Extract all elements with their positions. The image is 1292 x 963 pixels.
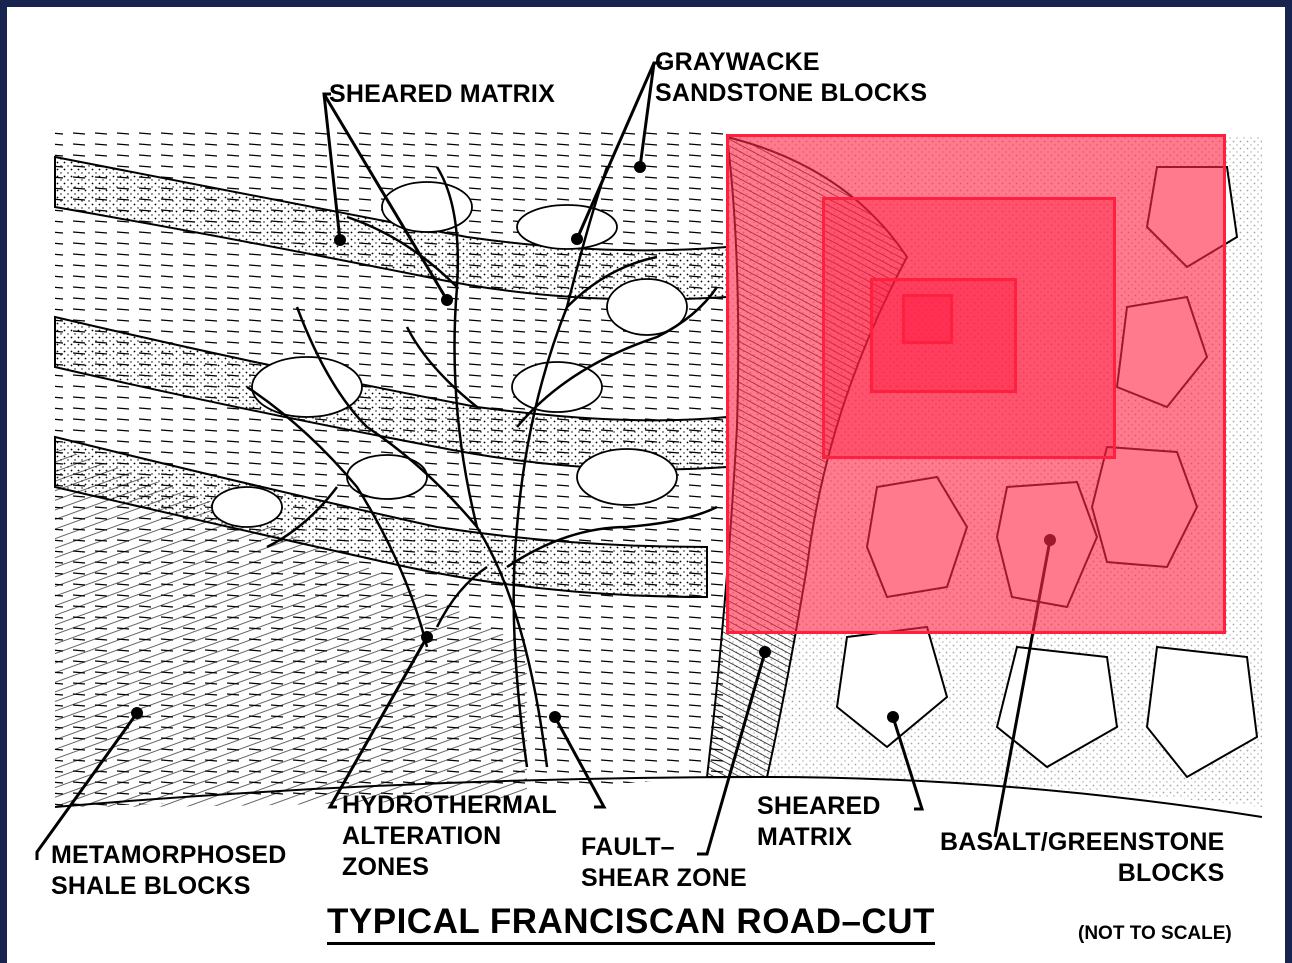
label-fault-shear-zone: FAULT– SHEAR ZONE bbox=[581, 832, 747, 894]
highlight-box-small bbox=[902, 294, 953, 344]
label-metamorphosed-shale-blocks: METAMORPHOSED SHALE BLOCKS bbox=[51, 840, 286, 902]
label-basalt-greenstone-blocks: BASALT/GREENSTONE BLOCKS bbox=[940, 827, 1224, 889]
label-sheared-matrix-bottom: SHEARED MATRIX bbox=[757, 791, 881, 853]
diagram-title: TYPICAL FRANCISCAN ROAD–CUT bbox=[327, 902, 935, 945]
label-sheared-matrix-top: SHEARED MATRIX bbox=[329, 79, 555, 110]
label-graywacke-sandstone-blocks: GRAYWACKE SANDSTONE BLOCKS bbox=[655, 47, 927, 109]
scale-note: (NOT TO SCALE) bbox=[1078, 923, 1232, 945]
diagram-canvas: SHEARED MATRIX GRAYWACKE SANDSTONE BLOCK… bbox=[7, 7, 1285, 963]
label-hydrothermal-alteration-zones: HYDROTHERMAL ALTERATION ZONES bbox=[342, 790, 557, 883]
